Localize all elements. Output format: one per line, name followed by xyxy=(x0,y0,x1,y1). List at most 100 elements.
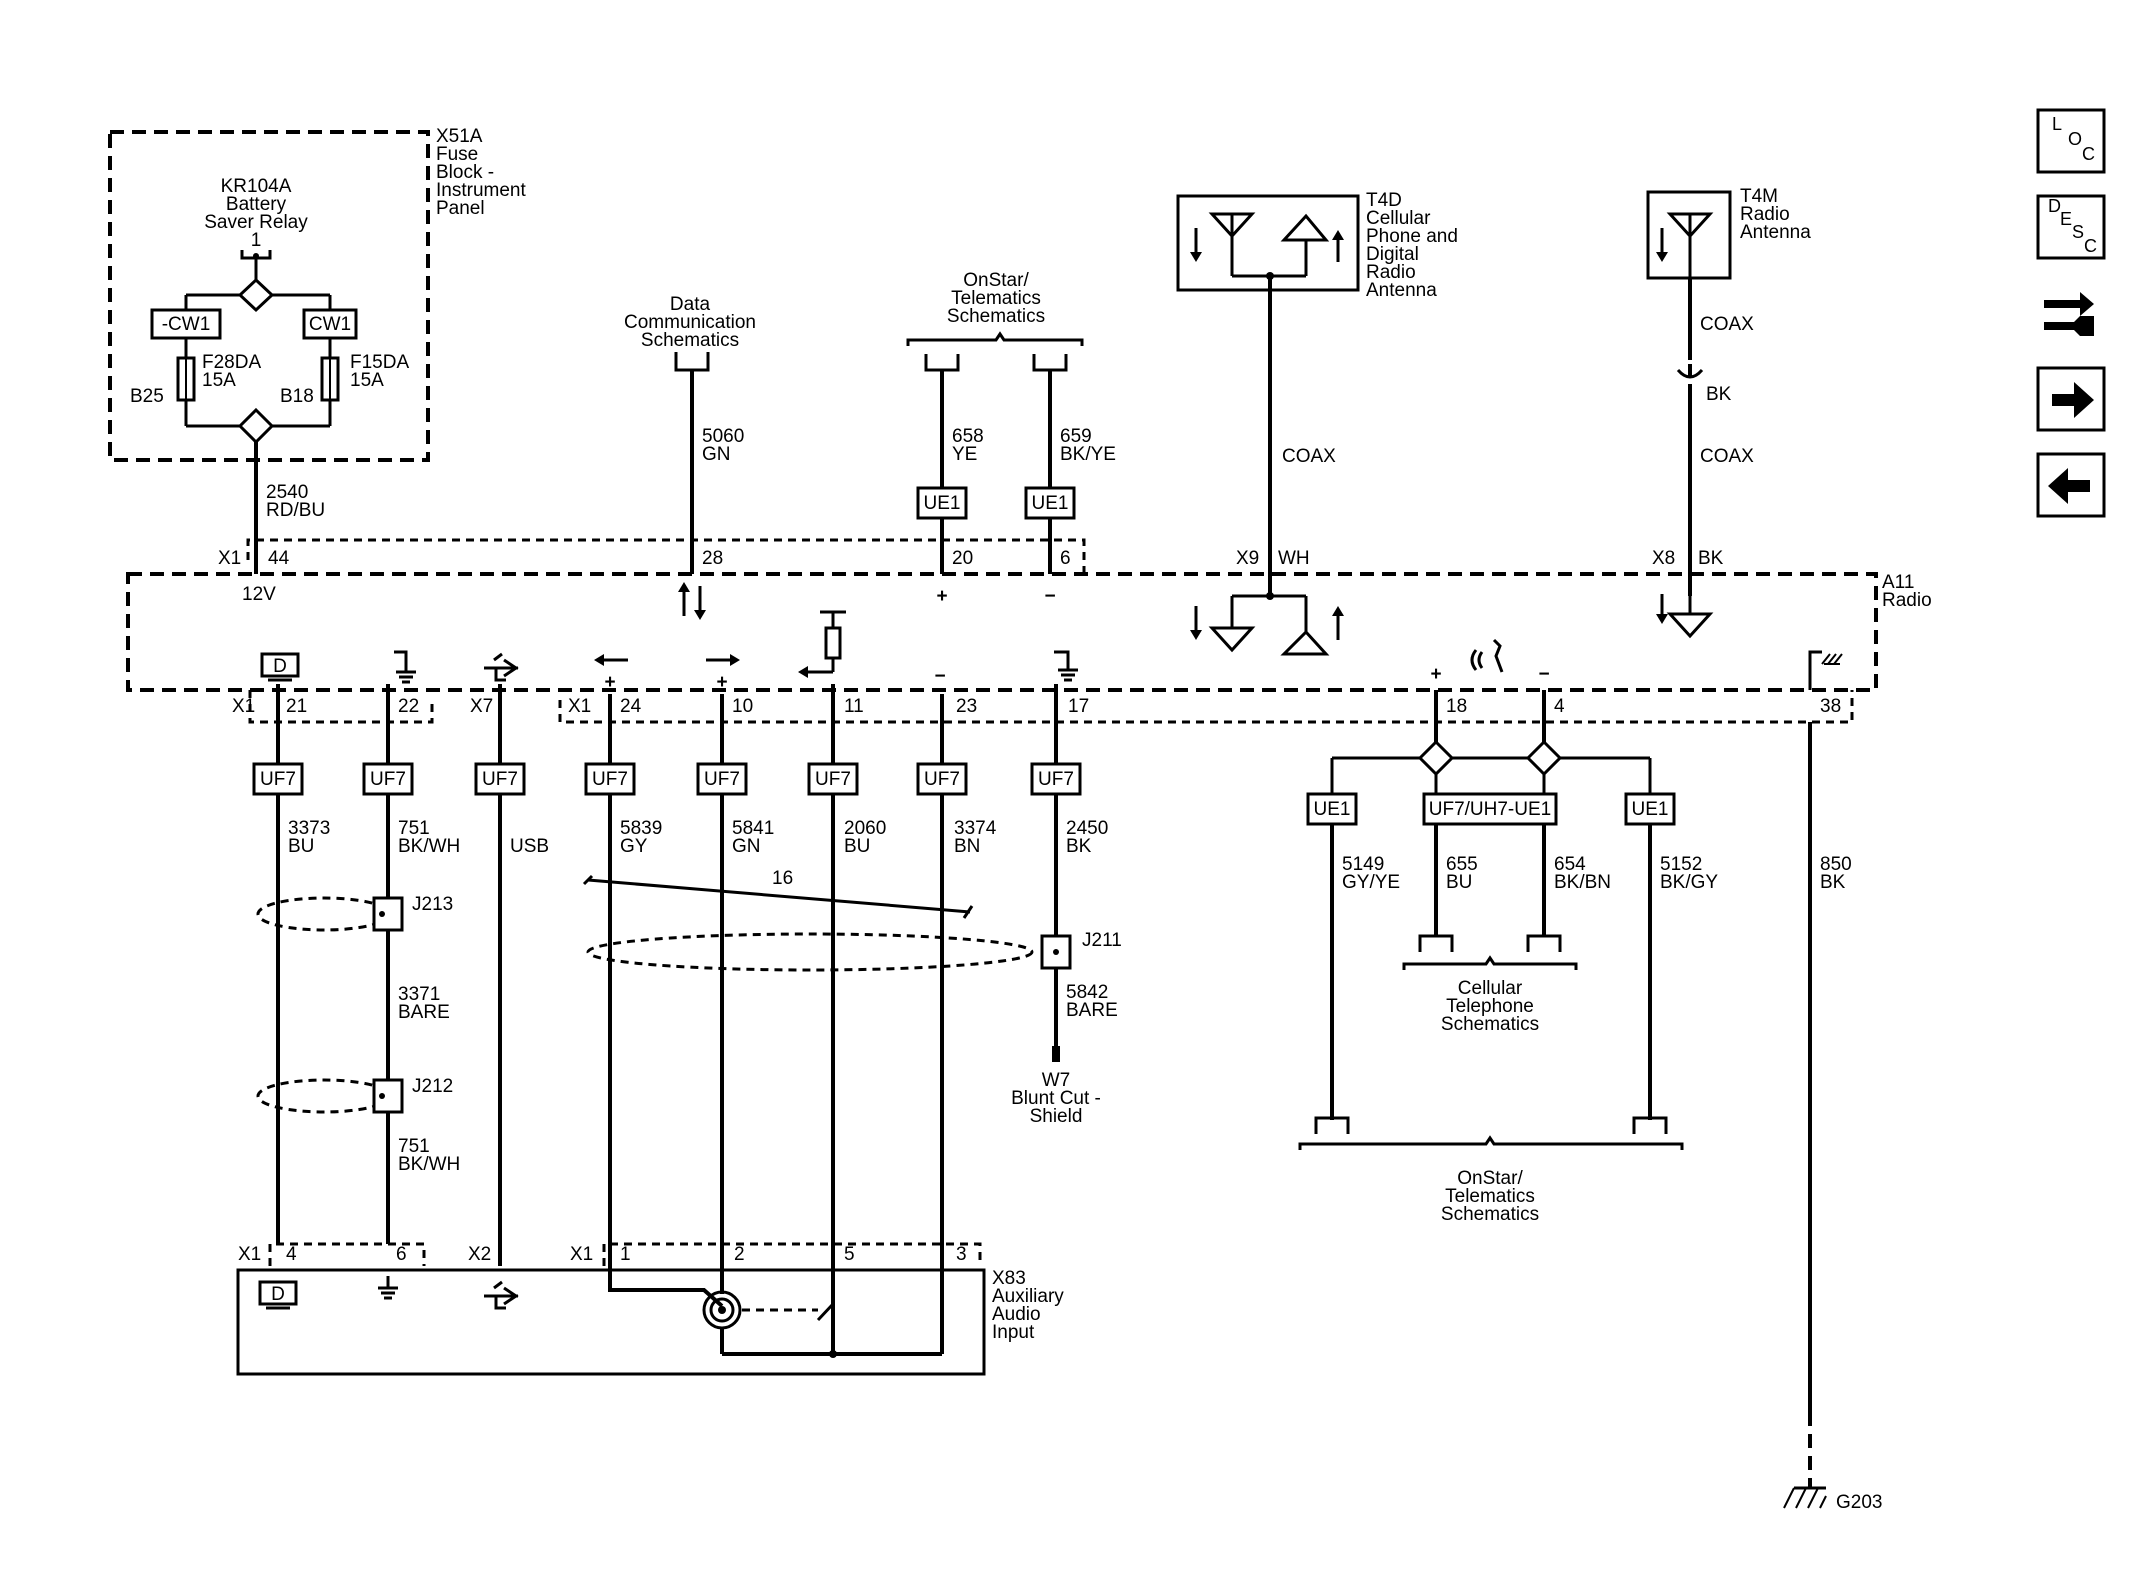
cellular-section: 18 4 UE1 UF7/UH7-UE1 UE1 5149 GY/YE 655 … xyxy=(1298,690,1718,1225)
ue1-option-box xyxy=(1624,792,1676,826)
svg-text:BK: BK xyxy=(1698,548,1724,569)
uf7-option-box xyxy=(474,762,526,796)
svg-text:5149: 5149 xyxy=(1342,854,1384,875)
usb-icon xyxy=(484,652,519,682)
svg-text:654: 654 xyxy=(1554,854,1586,875)
svg-text:B25: B25 xyxy=(130,386,164,407)
uf7-option-box xyxy=(916,762,968,796)
svg-text:KR104A: KR104A xyxy=(221,176,292,197)
ue1-option-box xyxy=(916,486,968,520)
svg-text:Digital: Digital xyxy=(1366,244,1419,265)
arrow-right-icon xyxy=(2052,382,2094,418)
svg-text:UE1: UE1 xyxy=(924,493,961,514)
svg-text:WH: WH xyxy=(1278,548,1310,569)
svg-text:11: 11 xyxy=(844,696,864,717)
svg-text:3374: 3374 xyxy=(954,818,997,839)
svg-text:G203: G203 xyxy=(1836,1492,1882,1513)
ue1-option-box xyxy=(1306,792,1358,826)
svg-text:T4D: T4D xyxy=(1366,190,1402,211)
arrow-left-icon xyxy=(2048,468,2090,504)
onstar-telematics-ref-bottom[interactable]: OnStar/ Telematics Schematics xyxy=(1441,1168,1539,1225)
svg-text:X8: X8 xyxy=(1652,548,1675,569)
svg-text:Data: Data xyxy=(670,294,711,315)
svg-text:Antenna: Antenna xyxy=(1366,280,1437,301)
svg-text:15A: 15A xyxy=(350,370,384,391)
svg-text:CW1: CW1 xyxy=(309,314,351,335)
svg-text:Input: Input xyxy=(992,1322,1035,1343)
svg-text:UF7: UF7 xyxy=(370,769,406,790)
svg-text:751: 751 xyxy=(398,818,430,839)
svg-text:6: 6 xyxy=(396,1244,407,1265)
svg-text:16: 16 xyxy=(772,868,793,889)
svg-text:BN: BN xyxy=(954,836,980,857)
svg-text:Audio: Audio xyxy=(992,1304,1041,1325)
loc-button[interactable]: L O C xyxy=(2036,108,2106,174)
svg-text:28: 28 xyxy=(702,548,723,569)
uf7-option-box xyxy=(1030,762,1082,796)
svg-text:X1: X1 xyxy=(568,696,591,717)
svg-text:T4M: T4M xyxy=(1740,186,1778,207)
svg-text:23: 23 xyxy=(956,696,977,717)
svg-text:J212: J212 xyxy=(412,1076,453,1097)
svg-text:−: − xyxy=(1538,664,1549,685)
splice-j213-icon xyxy=(372,896,404,932)
svg-text:A11: A11 xyxy=(1882,572,1914,593)
svg-text:D: D xyxy=(271,1284,285,1305)
onstar-telematics-ref-top[interactable]: OnStar/ Telematics Schematics xyxy=(906,270,1084,372)
svg-text:850: 850 xyxy=(1820,854,1852,875)
svg-text:W7: W7 xyxy=(1042,1070,1071,1091)
svg-text:F15DA: F15DA xyxy=(350,352,409,373)
svg-text:18: 18 xyxy=(1446,696,1467,717)
next-button[interactable] xyxy=(2036,366,2106,432)
svg-text:24: 24 xyxy=(620,696,642,717)
svg-text:UF7/UH7-UE1: UF7/UH7-UE1 xyxy=(1429,799,1551,820)
speech-icon xyxy=(1470,638,1504,673)
cellular-telephone-ref[interactable]: Cellular Telephone Schematics xyxy=(1441,978,1539,1035)
svg-text:17: 17 xyxy=(1068,696,1089,717)
svg-text:B18: B18 xyxy=(280,386,314,407)
data-communication-ref[interactable]: Data Communication Schematics xyxy=(624,294,756,372)
svg-text:BK: BK xyxy=(1820,872,1846,893)
svg-text:Antenna: Antenna xyxy=(1740,222,1811,243)
desc-button[interactable]: D E S C xyxy=(2036,194,2106,260)
svg-text:X1: X1 xyxy=(218,548,241,569)
svg-text:F28DA: F28DA xyxy=(202,352,261,373)
splice-j212-icon xyxy=(372,1078,404,1114)
svg-text:Radio: Radio xyxy=(1740,204,1790,225)
inline-connector-icon xyxy=(1676,368,1704,379)
svg-text:22: 22 xyxy=(398,696,419,717)
svg-text:751: 751 xyxy=(398,1136,430,1157)
svg-text:BK/WH: BK/WH xyxy=(398,1154,460,1175)
t4m-antenna: T4M Radio Antenna xyxy=(1646,186,1811,280)
svg-text:RD/BU: RD/BU xyxy=(266,500,325,521)
uf7-option-box xyxy=(584,762,636,796)
svg-text:2450: 2450 xyxy=(1066,818,1108,839)
svg-text:S: S xyxy=(2072,222,2084,242)
repair-tools-icon[interactable] xyxy=(2044,292,2094,336)
svg-text:COAX: COAX xyxy=(1700,314,1754,335)
uf7-option-box xyxy=(362,762,414,796)
svg-text:Blunt Cut -: Blunt Cut - xyxy=(1011,1088,1101,1109)
svg-text:655: 655 xyxy=(1446,854,1478,875)
svg-text:2: 2 xyxy=(734,1244,745,1265)
svg-text:BK: BK xyxy=(1066,836,1092,857)
bottom-wires: 21 22 24 10 11 23 17 UF7 UF7 UF7 UF7 UF7… xyxy=(252,684,1122,1354)
svg-text:Cellular: Cellular xyxy=(1458,978,1523,999)
svg-text:X83: X83 xyxy=(992,1268,1026,1289)
svg-text:UE1: UE1 xyxy=(1314,799,1351,820)
svg-text:Battery: Battery xyxy=(226,194,287,215)
svg-text:5060: 5060 xyxy=(702,426,744,447)
svg-text:2540: 2540 xyxy=(266,482,308,503)
svg-text:Panel: Panel xyxy=(436,198,485,219)
svg-text:X1: X1 xyxy=(570,1244,593,1265)
svg-text:5839: 5839 xyxy=(620,818,662,839)
radio-a11: A11 Radio X1 44 12V 28 20 6 X9 WH X8 BK … xyxy=(126,538,1932,724)
svg-text:COAX: COAX xyxy=(1700,446,1754,467)
aux-input-x83: X83 Auxiliary Audio Input X1 4 6 X2 X1 1… xyxy=(236,1242,1064,1376)
svg-text:BK/BN: BK/BN xyxy=(1554,872,1611,893)
svg-text:X7: X7 xyxy=(470,696,493,717)
svg-text:658: 658 xyxy=(952,426,984,447)
previous-button[interactable] xyxy=(2036,452,2106,518)
svg-text:38: 38 xyxy=(1820,696,1841,717)
